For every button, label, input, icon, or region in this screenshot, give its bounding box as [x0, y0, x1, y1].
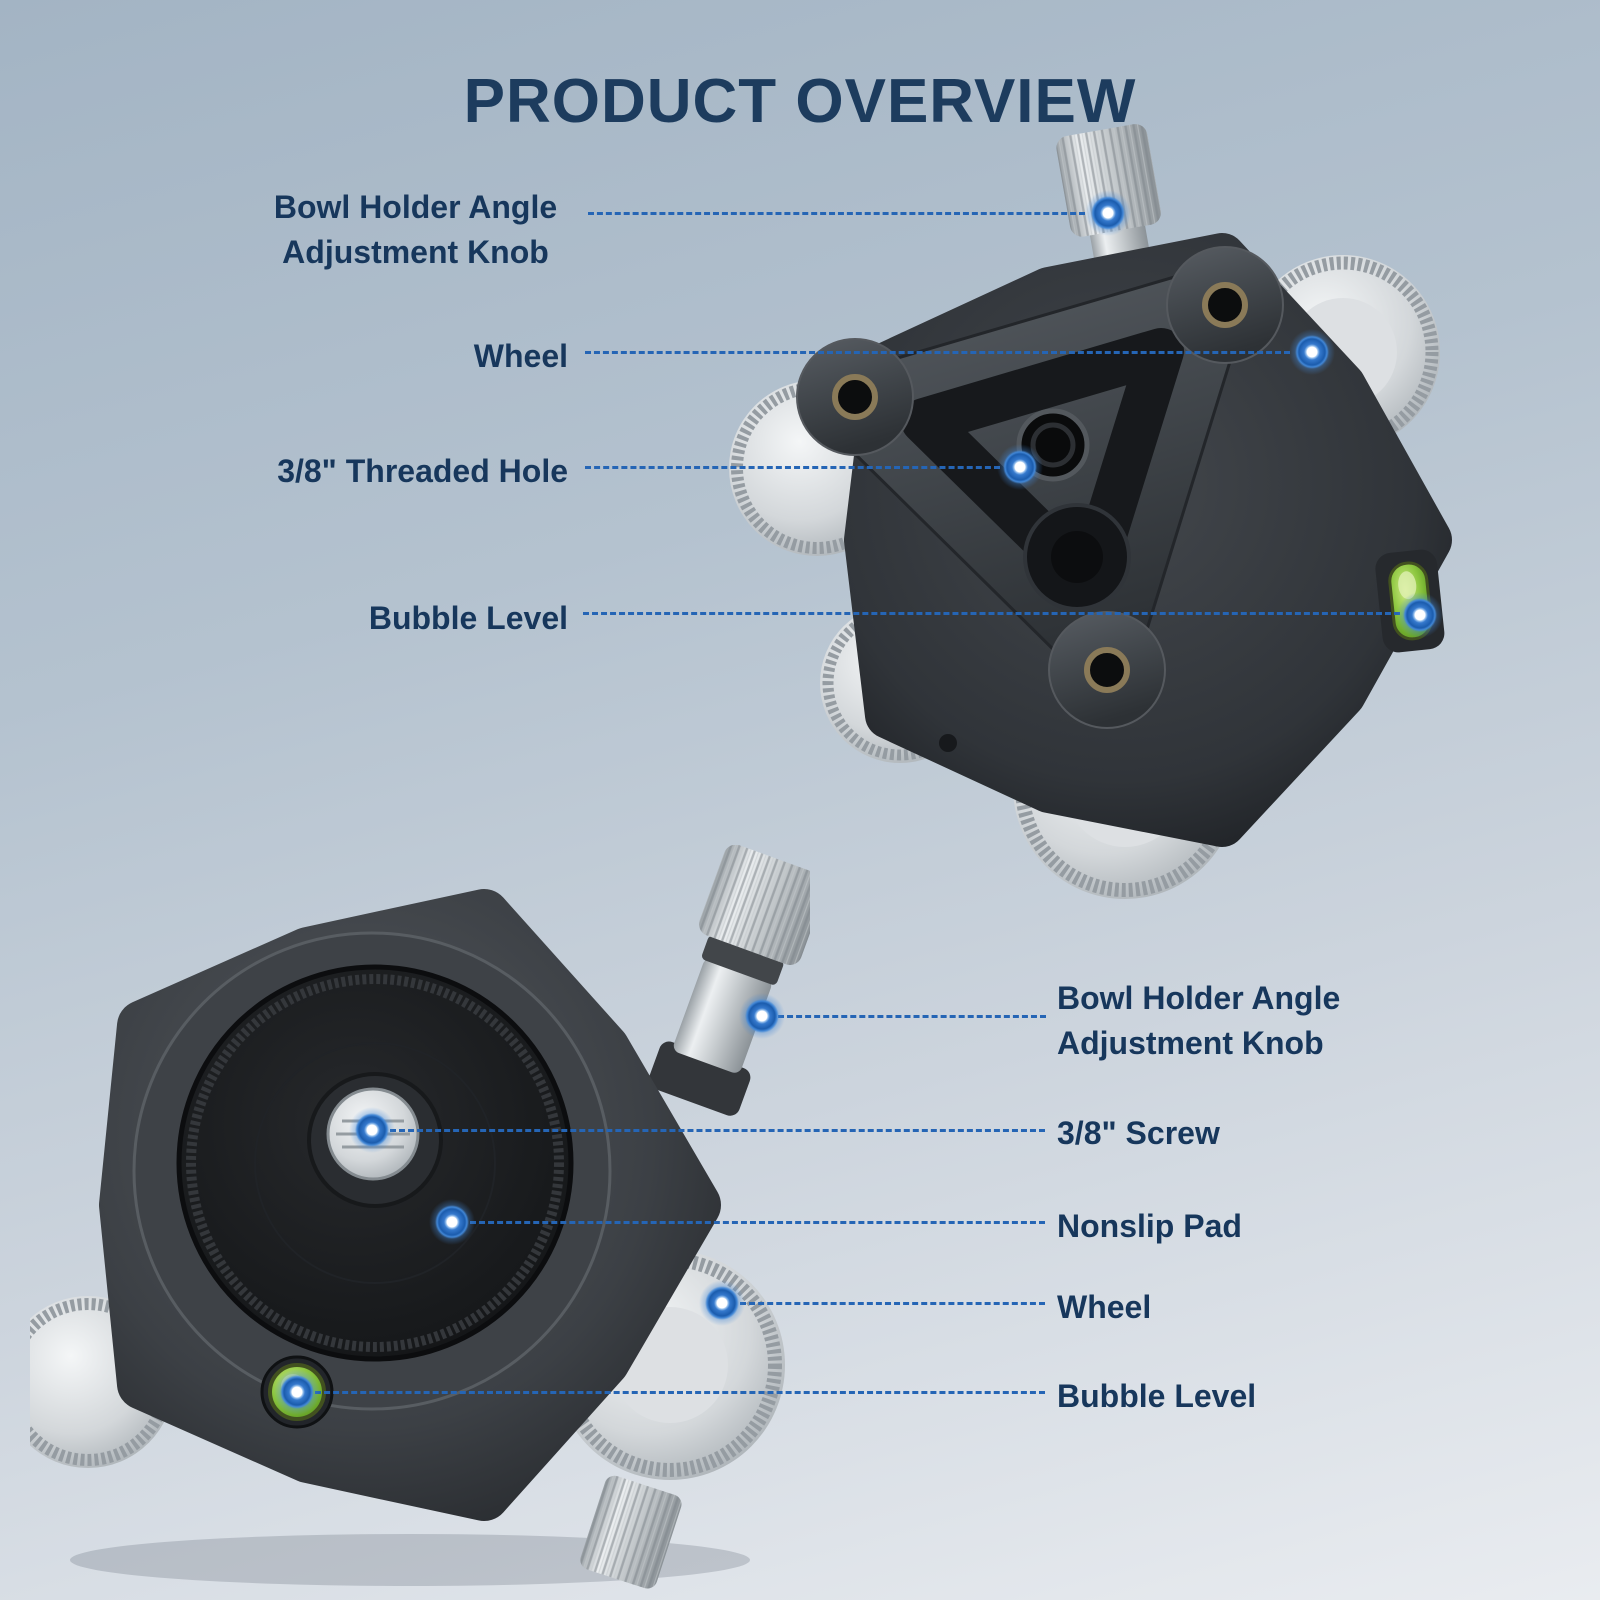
leader-line: [315, 1391, 1045, 1394]
product-shadow: [70, 1534, 750, 1586]
bowl-holder-adjustment-knob-bottom-view: [648, 845, 810, 1116]
callout-label-bubble-level-bottom: Bubble Level: [1057, 1378, 1257, 1414]
callout-label-bubble-level-top: Bubble Level: [368, 600, 568, 636]
callout-label-wheel-top: Wheel: [473, 338, 568, 374]
callout-dot-bubble-level-bottom: [274, 1369, 320, 1415]
callout-dot-nonslip-pad: [429, 1199, 475, 1245]
leader-line: [778, 1015, 1046, 1018]
callout-dot-screw: [349, 1107, 395, 1153]
callout-dot-bowl-holder-knob-bottom: [739, 993, 785, 1039]
leader-line: [585, 351, 1290, 354]
callout-label-threaded-hole: 3/8" Threaded Hole: [277, 453, 568, 489]
leader-line: [585, 466, 1000, 469]
callout-dot-wheel-bottom: [699, 1280, 745, 1326]
plate-corner-holes: [796, 246, 1284, 752]
center-hub: [1023, 503, 1131, 611]
callout-dot-bubble-level-top: [1397, 592, 1443, 638]
leader-line: [588, 212, 1085, 215]
callout-dot-bowl-holder-knob-top: [1085, 190, 1131, 236]
leader-line: [470, 1221, 1045, 1224]
wheel-axle: [580, 1475, 682, 1589]
plate-slot-cutout: [901, 328, 1184, 606]
callout-label-nonslip-pad: Nonslip Pad: [1057, 1208, 1242, 1244]
callout-label-bowl-holder-knob-bottom: Bowl Holder Angle Adjustment Knob: [1057, 980, 1341, 1061]
callout-dot-threaded-hole: [997, 444, 1043, 490]
leader-line: [740, 1302, 1045, 1305]
leader-line: [390, 1129, 1045, 1132]
callout-label-wheel-bottom: Wheel: [1057, 1289, 1152, 1325]
product-render-top-view: [729, 124, 1452, 899]
page-title: PRODUCT OVERVIEW: [463, 67, 1137, 136]
callout-label-screw: 3/8" Screw: [1057, 1115, 1220, 1151]
product-render-bottom-view: [30, 845, 810, 1589]
leader-line: [583, 612, 1400, 615]
callout-dot-wheel-top: [1289, 329, 1335, 375]
callout-label-bowl-holder-knob-top: Bowl Holder Angle Adjustment Knob: [273, 189, 558, 270]
